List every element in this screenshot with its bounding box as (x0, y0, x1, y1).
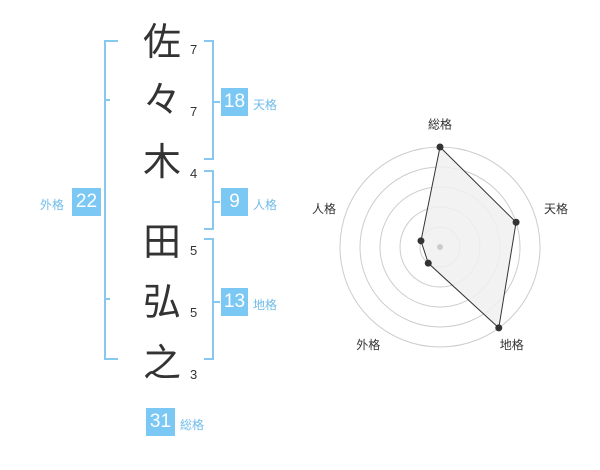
tenkaku-label: 天格 (253, 98, 278, 112)
radar-center-dot (437, 244, 443, 250)
jinkaku-badge: 9 (221, 188, 248, 216)
radar-axis-label: 人格 (312, 201, 336, 216)
radar-data-point (417, 237, 425, 245)
name-char: 々 (142, 78, 181, 122)
soukaku-badge: 31 (146, 408, 175, 436)
radar-axis-label: 総格 (428, 117, 452, 132)
radar-data-point (424, 259, 432, 267)
name-char: 佐 (142, 20, 181, 64)
stroke-count: 7 (190, 104, 198, 119)
name-char: 木 (142, 140, 181, 184)
name-char: 弘 (142, 280, 181, 324)
gaikaku-label: 外格 (40, 198, 65, 212)
radar-axis-label: 外格 (356, 337, 380, 352)
radar-axis-label: 天格 (544, 201, 568, 216)
tenkaku-badge: 18 (221, 88, 248, 116)
stroke-count: 3 (190, 367, 198, 382)
chikaku-label: 地格 (253, 298, 278, 312)
radar-data-point (512, 218, 520, 226)
chikaku-badge: 13 (221, 288, 248, 316)
stroke-count: 4 (190, 166, 198, 181)
radar-data-polygon (420, 145, 517, 329)
stroke-count: 7 (190, 42, 198, 57)
radar-data-point (436, 143, 444, 151)
radar-data-point (495, 324, 503, 332)
stroke-count: 5 (190, 305, 198, 320)
name-char: 田 (142, 220, 181, 264)
radar-axis-label: 地格 (500, 337, 524, 352)
gaikaku-badge: 22 (72, 188, 101, 216)
stroke-count: 5 (190, 243, 198, 258)
soukaku-label: 総格 (180, 418, 205, 432)
jinkaku-label: 人格 (253, 198, 278, 212)
name-char: 之 (142, 341, 181, 385)
